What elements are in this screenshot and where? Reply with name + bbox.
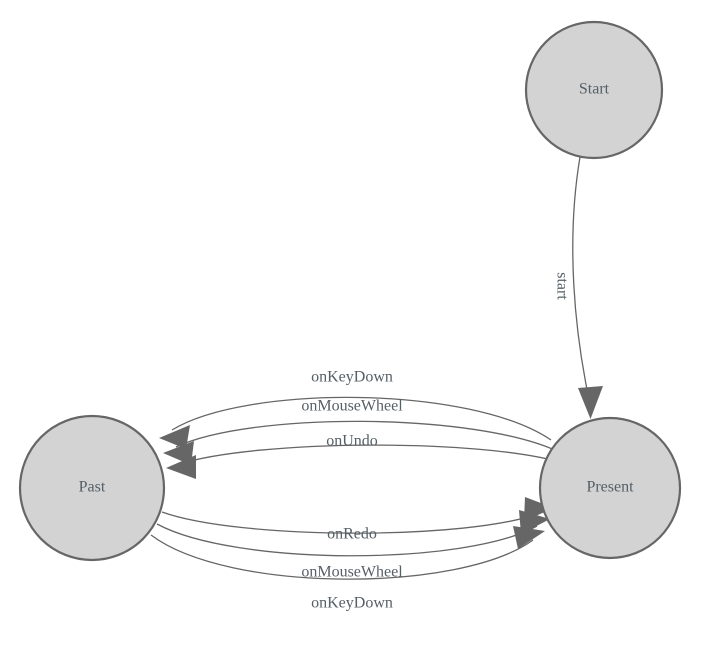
edge-label-past-present-onkeydown: onKeyDown (311, 595, 393, 612)
edge-start-arrowhead (578, 386, 603, 419)
node-group: Start Past Present (18, 20, 682, 562)
edge-start[interactable] (572, 156, 603, 419)
edge-present-past-onundo-path (179, 444, 564, 465)
node-present-label: Present (586, 479, 634, 496)
node-present-circle (538, 416, 682, 560)
edge-present-past-onundo[interactable] (166, 444, 564, 479)
edge-past-present-onmousewheel[interactable] (156, 510, 550, 557)
edge-present-past-onkeydown-arrowhead (159, 425, 190, 449)
edge-label-group: start onKeyDown onMouseWheel onUndo onRe… (301, 272, 570, 611)
edge-past-present-onmousewheel-path (156, 523, 538, 557)
edge-past-present-onkeydown-path (150, 534, 534, 580)
edge-group (150, 156, 603, 580)
edge-present-past-onkeydown-path (171, 396, 552, 441)
edge-past-present-onkeydown-arrowhead (513, 526, 545, 549)
node-past-label: Past (79, 479, 106, 496)
node-present[interactable]: Present (538, 416, 682, 560)
edge-present-past-onundo-arrowhead (166, 455, 196, 479)
edge-label-present-past-onkeydown: onKeyDown (311, 369, 393, 386)
node-start-label: Start (579, 81, 610, 98)
edge-present-past-onmousewheel[interactable] (163, 420, 560, 465)
edge-past-present-onmousewheel-arrowhead (519, 510, 550, 534)
node-past[interactable]: Past (18, 414, 166, 562)
edge-label-present-past-onundo: onUndo (326, 433, 378, 450)
edge-past-present-onkeydown[interactable] (150, 526, 545, 580)
edge-present-past-onmousewheel-path (175, 420, 560, 453)
node-start-circle (524, 20, 664, 160)
edge-label-present-past-onmousewheel: onMouseWheel (301, 398, 403, 415)
edge-label-start: start (553, 272, 570, 300)
edge-label-past-present-onmousewheel: onMouseWheel (301, 564, 403, 581)
node-start[interactable]: Start (524, 20, 664, 160)
edge-label-past-present-onredo: onRedo (327, 526, 377, 543)
edge-start-path (572, 156, 591, 405)
edge-present-past-onkeydown[interactable] (159, 396, 552, 449)
edge-past-present-onredo-path (161, 511, 541, 534)
edge-present-past-onmousewheel-arrowhead (163, 441, 194, 465)
node-past-circle (18, 414, 166, 562)
